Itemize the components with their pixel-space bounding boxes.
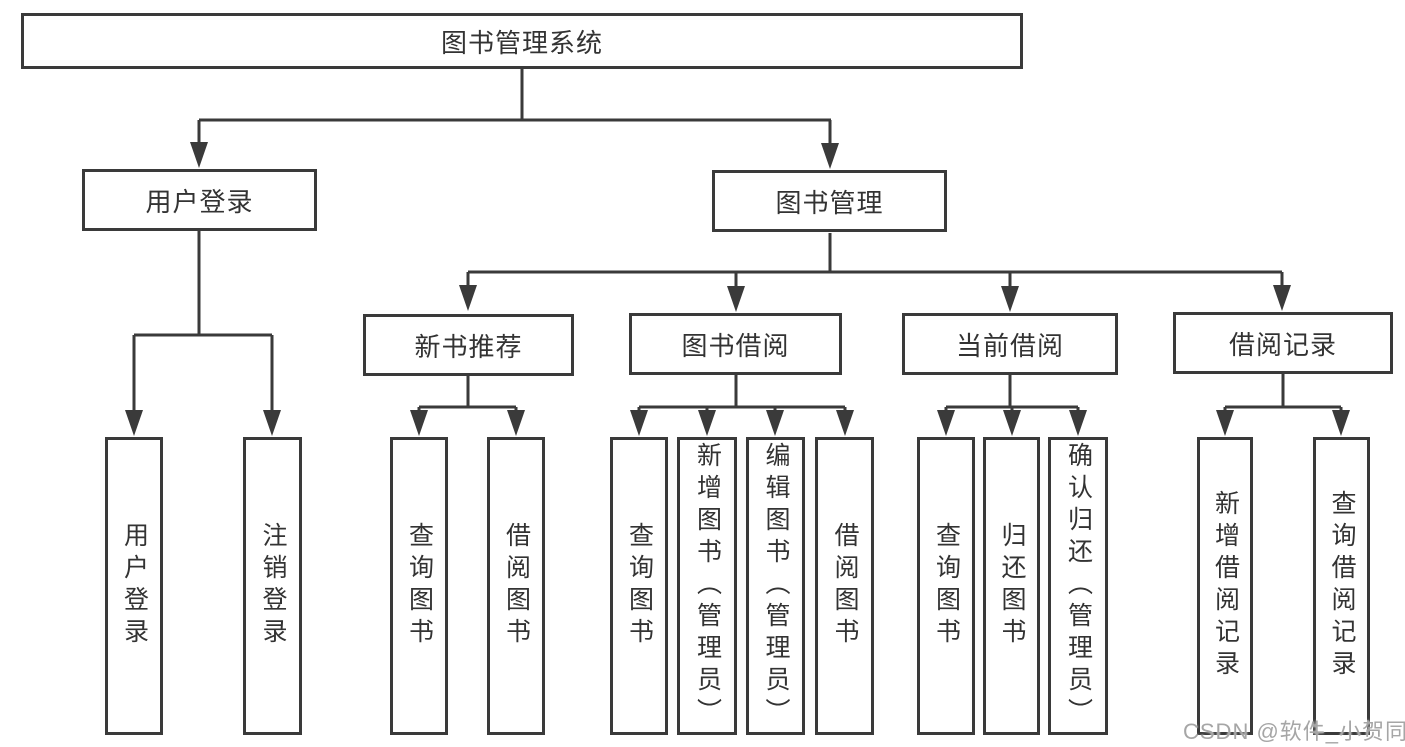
- node-current-borrow: 当前借阅: [902, 313, 1118, 375]
- node-book-borrow: 图书借阅: [629, 313, 842, 375]
- leaf-add-borrow-record-label: 新增借阅记录: [1211, 490, 1240, 682]
- leaf-query-borrow-record-label: 查询借阅记录: [1328, 490, 1356, 682]
- leaf-query-books-borrow-label: 查询图书: [625, 522, 654, 650]
- node-borrow-records: 借阅记录: [1173, 312, 1393, 374]
- leaf-return-books: 归还图书: [983, 437, 1040, 735]
- leaf-return-books-label: 归还图书: [998, 522, 1026, 650]
- leaf-query-borrow-record: 查询借阅记录: [1313, 437, 1370, 735]
- leaf-query-books-current: 查询图书: [917, 437, 975, 735]
- arrowheads: [125, 142, 1350, 436]
- leaf-add-books-admin: 新增图书（管理员）: [677, 437, 737, 735]
- leaf-query-books-recommend: 查询图书: [390, 437, 448, 735]
- leaf-borrow-books-label: 借阅图书: [831, 522, 859, 650]
- connector-paths: [132, 69, 1343, 414]
- node-new-book-recommend: 新书推荐: [363, 314, 574, 376]
- leaf-logout-label: 注销登录: [259, 522, 287, 650]
- leaf-borrow-books-recommend-label: 借阅图书: [502, 522, 531, 650]
- leaf-add-borrow-record: 新增借阅记录: [1197, 437, 1253, 735]
- leaf-user-login-label: 用户登录: [120, 522, 149, 650]
- csdn-watermark: CSDN @软件_小贺同学: [1183, 719, 1405, 744]
- leaf-confirm-return-admin: 确认归还（管理员）: [1048, 437, 1108, 735]
- leaf-edit-books-admin: 编辑图书（管理员）: [746, 437, 805, 735]
- node-user-login: 用户登录: [82, 169, 317, 231]
- leaf-borrow-books-recommend: 借阅图书: [487, 437, 545, 735]
- leaf-edit-books-admin-label: 编辑图书（管理员）: [762, 442, 790, 730]
- leaf-add-books-admin-label: 新增图书（管理员）: [693, 442, 722, 730]
- node-book-management: 图书管理: [712, 170, 947, 232]
- leaf-query-books-borrow: 查询图书: [610, 437, 668, 735]
- leaf-query-books-recommend-label: 查询图书: [405, 522, 434, 650]
- leaf-logout: 注销登录: [243, 437, 302, 735]
- leaf-borrow-books: 借阅图书: [815, 437, 874, 735]
- leaf-query-books-current-label: 查询图书: [932, 522, 961, 650]
- leaf-user-login: 用户登录: [105, 437, 163, 735]
- node-library-management-system: 图书管理系统: [21, 13, 1023, 69]
- leaf-confirm-return-admin-label: 确认归还（管理员）: [1064, 442, 1093, 730]
